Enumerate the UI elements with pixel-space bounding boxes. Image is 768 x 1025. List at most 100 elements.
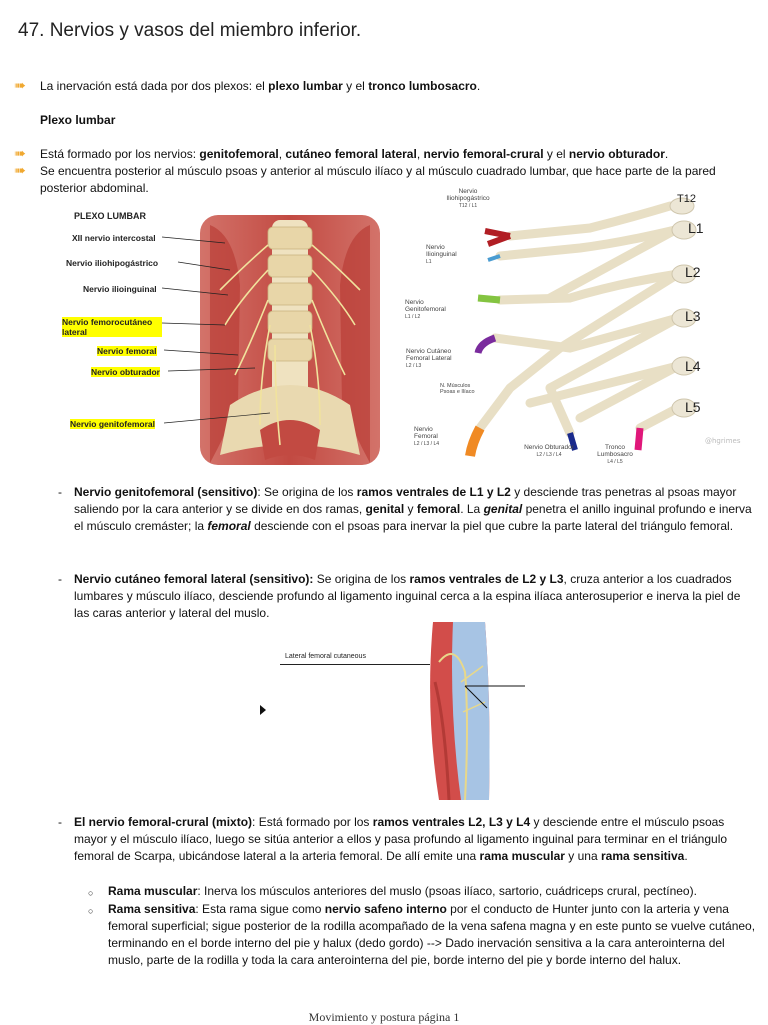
sub-bullet-rama-muscular: ○ Rama muscular: Inerva los músculos ant…: [88, 883, 756, 900]
label-text: Nervio Iliohipogástrico: [446, 188, 490, 202]
label-roots: L2 / L3 / L4: [536, 452, 562, 458]
text: penetra el anillo inguinal profundo e in…: [74, 502, 752, 533]
circle-bullet-icon: ○: [88, 888, 94, 898]
label-text: Nervio Genitofemoral: [405, 299, 446, 313]
text: . La: [460, 502, 484, 516]
label-roots: T12 / L1: [458, 203, 478, 209]
text: y: [404, 502, 417, 516]
term: femoral: [416, 502, 461, 516]
label-text: Nervio Ilioinguinal: [426, 244, 457, 258]
dash-bullet: -: [58, 485, 62, 499]
term: rama muscular: [479, 849, 565, 863]
term: femoral: [207, 519, 251, 533]
term: El nervio femoral-crural (mixto): [74, 815, 253, 829]
label-leader-line: [280, 664, 430, 665]
label-text: Nervio Cutáneo Femoral Lateral: [406, 348, 452, 362]
label-iliohipogastrico: Nervio iliohipogástrico: [66, 258, 159, 268]
term: Nervio cutáneo femoral lateral (sensitiv…: [74, 572, 314, 586]
intro-paragraph: ➠ La inervación está dada por dos plexos…: [14, 77, 755, 95]
text: y el: [342, 79, 369, 93]
sub-bullet-rama-sensitiva: ○ Rama sensitiva: Esta rama sigue como n…: [88, 901, 756, 969]
label-text: Tronco Lumbosacro: [597, 444, 633, 458]
term: nervio safeno interno: [324, 902, 447, 916]
term: ramos ventrales de L1 y L2: [356, 485, 511, 499]
text: .: [664, 147, 669, 161]
formation-paragraph: ➠ Está formado por los nervios: genitofe…: [14, 145, 755, 163]
term: ramos ventrales de L2 y L3: [409, 572, 564, 586]
text: desciende con el psoas para inervar la p…: [250, 519, 734, 533]
page-title: 47. Nervios y vasos del miembro inferior…: [18, 20, 362, 41]
term: cutáneo femoral lateral: [285, 147, 417, 161]
label-text: Nervio Femoral: [414, 426, 438, 440]
text: La inervación está dada por dos plexos: …: [40, 79, 269, 93]
label-roots: L2 / L3 / L4: [414, 441, 440, 447]
label-xii-intercostal: XII nervio intercostal: [72, 233, 156, 243]
play-arrow-icon: [260, 705, 266, 715]
text: y el: [543, 147, 569, 161]
term: ramos ventrales L2, L3 y L4: [372, 815, 531, 829]
text: y una: [564, 849, 601, 863]
text: y desciende tras penetras al psoas mayor…: [74, 485, 737, 516]
text: y desciende entre el músculo psoas mayor…: [74, 815, 728, 863]
label-ilioinguinal: Nervio ilioinguinal: [83, 284, 157, 294]
term-tronco-lumbosacro: tronco lumbosacro: [368, 79, 477, 93]
term: nervio obturador: [568, 147, 665, 161]
paragraph-femoral: - El nervio femoral-crural (mixto): Está…: [58, 814, 754, 865]
paragraph-cutaneo: - Nervio cutáneo femoral lateral (sensit…: [58, 571, 758, 622]
text: Se origina de los: [313, 572, 410, 586]
figure-heading: PLEXO LUMBAR: [74, 211, 146, 221]
text: : Está formado por los: [252, 815, 373, 829]
text: Está formado por los nervios:: [40, 147, 200, 161]
term: Nervio genitofemoral (sensitivo): [74, 485, 258, 499]
paragraph-genitofemoral: - Nervio genitofemoral (sensitivo): Se o…: [58, 484, 758, 535]
term: Rama sensitiva: [108, 902, 196, 916]
dash-bullet: -: [58, 815, 62, 829]
term: Rama muscular: [108, 884, 198, 898]
dash-bullet: -: [58, 572, 62, 586]
arrow-right-icon: ➠: [14, 77, 26, 93]
label-femorocutaneo: Nervio femorocutáneo lateral: [62, 317, 162, 337]
label-roots: L2 / L3: [406, 363, 422, 369]
label-n-musculos: N. Músculos Psoas e Ilíaco: [440, 383, 475, 395]
text: por el conducto de Hunter junto con la a…: [108, 902, 756, 967]
term-plexo-lumbar: plexo lumbar: [268, 79, 343, 93]
section-heading-plexo-lumbar: Plexo lumbar: [40, 113, 116, 127]
label-roots: L1: [426, 259, 432, 265]
level-l2: L2: [685, 264, 701, 280]
location-paragraph: ➠ Se encuentra posterior al músculo psoa…: [14, 162, 755, 197]
text: .: [684, 849, 688, 863]
label-text: Nervio Obturador: [524, 444, 574, 451]
figure-label: Lateral femoral cutaneous: [285, 653, 366, 660]
circle-bullet-icon: ○: [88, 906, 94, 916]
text: ,: [278, 147, 286, 161]
arrow-right-icon: ➠: [14, 162, 26, 178]
term: genitofemoral: [199, 147, 279, 161]
text: Se encuentra posterior al músculo psoas …: [40, 164, 716, 195]
term: genital: [483, 502, 523, 516]
label-genitofemoral: Nervio genitofemoral: [70, 419, 156, 429]
label-roots: L1 / L2: [405, 314, 421, 320]
plexus-diagram: @hgrimes: [465, 197, 741, 457]
thigh-illustration: [430, 622, 525, 800]
level-t12: T12: [677, 193, 696, 205]
text: ,: [416, 147, 424, 161]
term: rama sensitiva: [600, 849, 685, 863]
text: .: [476, 79, 481, 93]
watermark-text: @hgrimes: [705, 437, 741, 445]
figure-thigh: Lateral femoral cutaneous: [260, 620, 525, 800]
text: : Esta rama sigue como: [195, 902, 325, 916]
figure-plexo-lumbar-anatomy: PLEXO LUMBAR XII nervio intercostal Nerv…: [60, 205, 405, 467]
page-footer: Movimiento y postura página 1: [308, 1010, 460, 1024]
text: : Inerva los músculos anteriores del mus…: [197, 884, 697, 898]
level-l1: L1: [688, 220, 704, 236]
term: nervio femoral-crural: [423, 147, 544, 161]
label-obturador: Nervio obturador: [91, 367, 160, 377]
figure-plexo-schema: @hgrimes T12 L1 L2 L3 L4 L5 Nervio Ilioh…: [400, 188, 760, 470]
arrow-right-icon: ➠: [14, 145, 26, 161]
